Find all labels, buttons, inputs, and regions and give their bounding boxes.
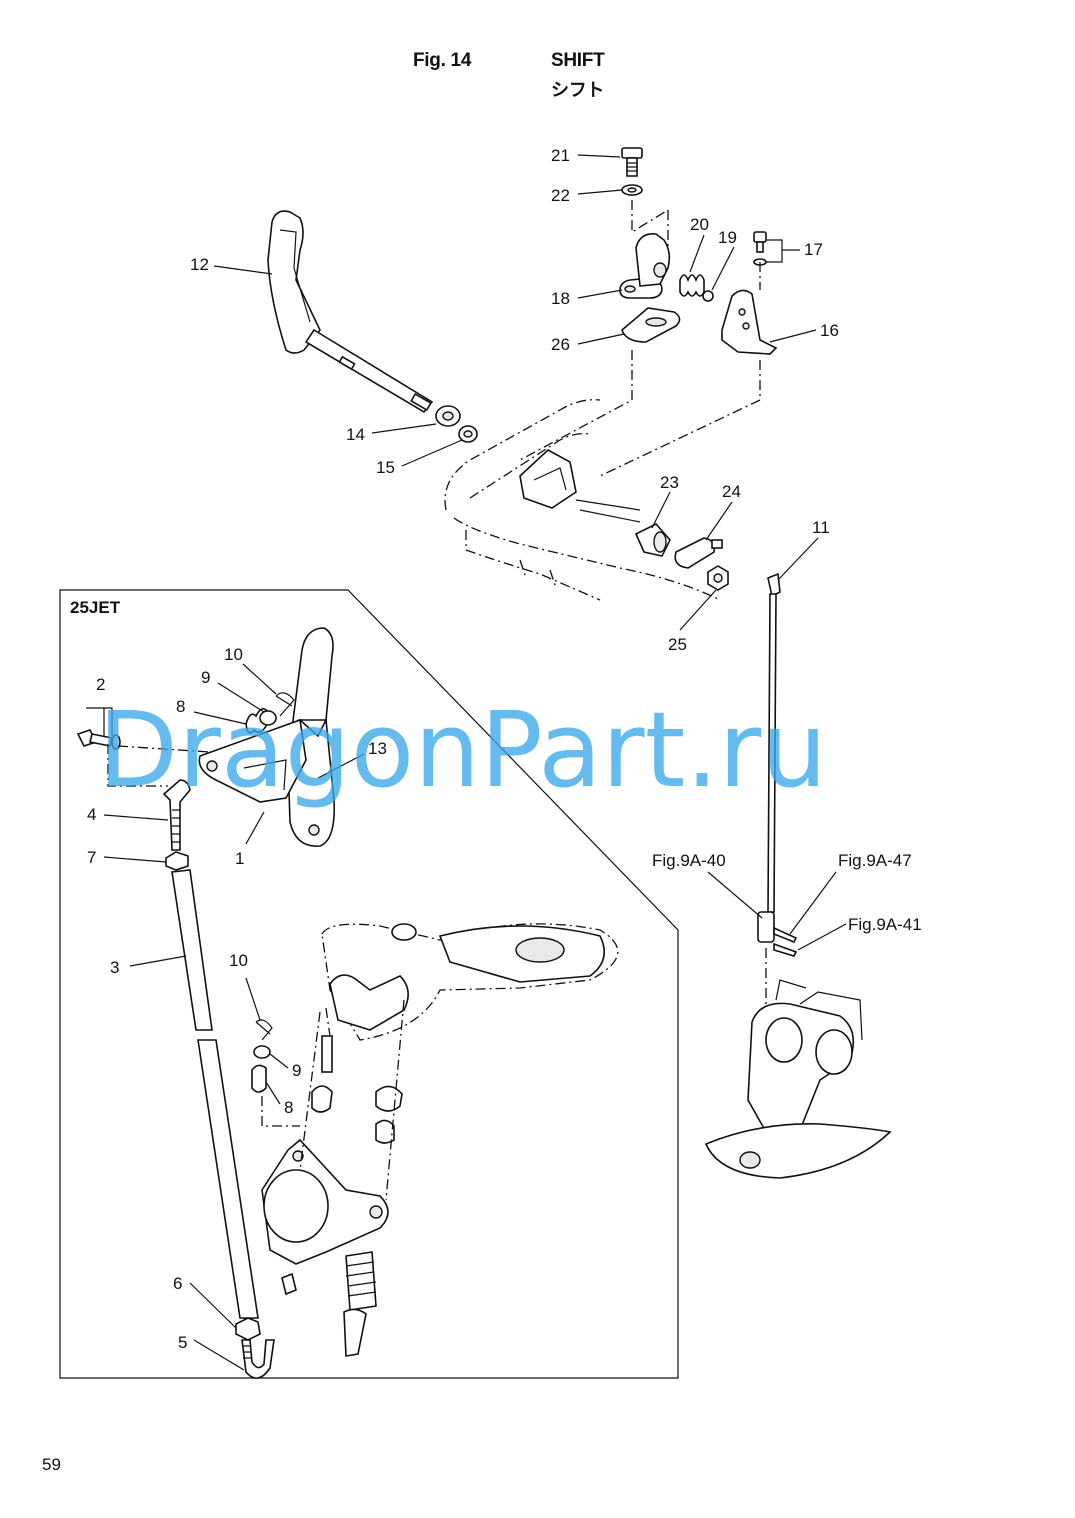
callout-12: 12: [190, 255, 209, 274]
rod-joint: [757, 911, 798, 957]
callout-5: 5: [178, 1333, 187, 1352]
watermark: DragonPart.ru: [98, 689, 827, 811]
callout-leaders: [86, 154, 847, 1371]
callout-9-upper: 9: [201, 668, 210, 687]
part-8-spring-lower: [251, 1064, 267, 1093]
callout-10-lower: 10: [229, 951, 248, 970]
callout-15: 15: [376, 458, 395, 477]
callout-23: 23: [660, 473, 679, 492]
part-18-bracket: [619, 232, 671, 299]
callout-24: 24: [722, 482, 741, 501]
inset-frame: [59, 589, 679, 1379]
figure-title-japanese: シフト: [551, 80, 605, 101]
inset-pivot-bracket: [261, 1138, 389, 1265]
part-4-rod-end: [162, 779, 191, 851]
callout-13: 13: [368, 739, 387, 758]
part-11-shift-rod: [767, 572, 781, 913]
callout-21: 21: [551, 146, 570, 165]
figure-title: SHIFT: [551, 50, 605, 71]
part-16-plate: [721, 289, 778, 355]
callout-16: 16: [820, 321, 839, 340]
part-3-tube: [171, 869, 259, 1319]
callout-26: 26: [551, 335, 570, 354]
part-6-nut: [235, 1317, 261, 1341]
part-7-nut: [165, 851, 189, 871]
callout-1: 1: [235, 849, 244, 868]
jet-lower-housing: [704, 979, 892, 1179]
part-2-bolt-washer: [76, 729, 121, 750]
inset-intake-plate: [321, 923, 619, 1041]
part-12-shift-lever: [267, 210, 434, 414]
callout-17: 17: [804, 240, 823, 259]
callout-9-lower: 9: [292, 1061, 301, 1080]
callout-14: 14: [346, 425, 365, 444]
part-23-pivot: [634, 523, 671, 557]
inset-mount-cushions: [281, 1035, 403, 1357]
callout-3: 3: [110, 958, 119, 977]
callout-2: 2: [96, 675, 105, 694]
ref-fig-9a-47: Fig.9A-47: [838, 851, 912, 870]
part-10-pin-upper: [275, 692, 295, 717]
hull-outline: [444, 399, 721, 601]
part-10-pin-lower: [255, 1019, 273, 1041]
ref-fig-9a-41: Fig.9A-41: [848, 915, 922, 934]
part-13-lever: [287, 627, 336, 847]
part-9-washer-upper: [259, 710, 277, 726]
part-5-rod-end: [241, 1339, 275, 1379]
callout-20: 20: [690, 215, 709, 234]
callout-8-upper: 8: [176, 697, 185, 716]
callout-25: 25: [668, 635, 687, 654]
part-9-washer-lower: [253, 1045, 271, 1059]
part-19-ball: [702, 290, 714, 302]
part-20-spring: [679, 274, 705, 297]
callout-19: 19: [718, 228, 737, 247]
callout-7: 7: [87, 848, 96, 867]
figure-number: Fig. 14: [413, 50, 472, 71]
page-number: 59: [42, 1455, 61, 1474]
part-24-link: [674, 537, 723, 569]
part-25-nut: [707, 565, 729, 591]
mounting-block: [519, 449, 577, 509]
callout-4: 4: [87, 805, 96, 824]
callout-10-upper: 10: [224, 645, 243, 664]
callout-6: 6: [173, 1274, 182, 1293]
callout-8-lower: 8: [284, 1098, 293, 1117]
callout-18: 18: [551, 289, 570, 308]
inset-label: 25JET: [70, 598, 121, 617]
callout-11: 11: [812, 518, 830, 537]
part-17-bolt-washer: [753, 231, 767, 266]
part-1-bracket: [198, 718, 307, 803]
ref-fig-9a-40: Fig.9A-40: [652, 851, 726, 870]
part-21-bolt: [621, 147, 643, 177]
callout-22: 22: [551, 186, 570, 205]
